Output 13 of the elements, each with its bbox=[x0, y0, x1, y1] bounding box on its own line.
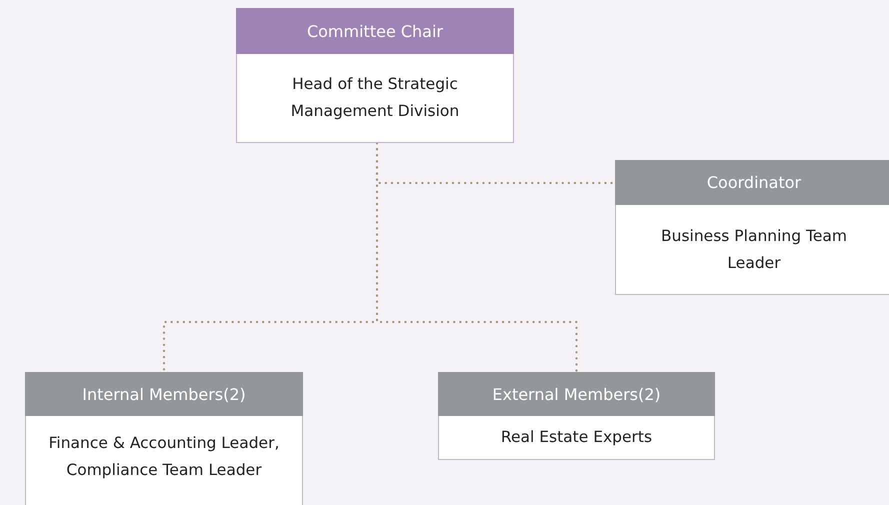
role-title: Coordinator bbox=[615, 160, 889, 205]
role-card bbox=[25, 372, 303, 505]
dotted-connector bbox=[376, 142, 578, 374]
role-card bbox=[615, 160, 889, 295]
role-holder: Head of the Strategic Management Division bbox=[290, 74, 460, 122]
role-holder: Real Estate Experts bbox=[500, 427, 652, 448]
role-card bbox=[236, 8, 514, 143]
role-holder: Business Planning Team Leader bbox=[660, 226, 848, 274]
role-title: External Members(2) bbox=[438, 372, 715, 416]
role-card bbox=[438, 372, 715, 460]
role-holder: Finance & Accounting Leader, Compliance Team Leader bbox=[48, 433, 280, 481]
role-title: Committee Chair bbox=[236, 8, 514, 54]
role-title: Internal Members(2) bbox=[25, 372, 303, 416]
